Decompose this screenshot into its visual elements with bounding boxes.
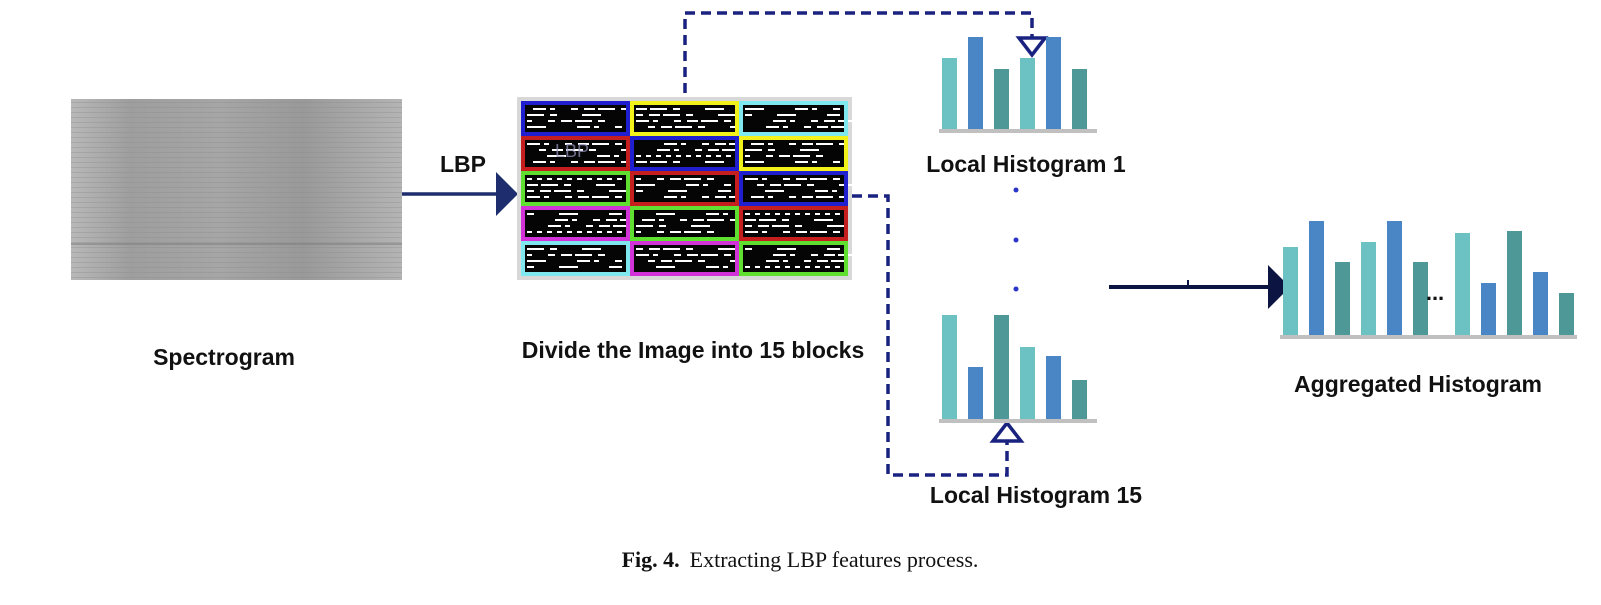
blocks-label: Divide the Image into 15 blocks: [522, 337, 865, 363]
histogram-bar: [1020, 347, 1035, 419]
vertical-ellipsis-dots: [1013, 187, 1019, 292]
local-histogram-15: [939, 315, 1097, 423]
lbp-block: [630, 206, 739, 241]
histogram-bar: [1507, 231, 1522, 335]
lbp-block: [521, 101, 630, 136]
histogram-bar: [1283, 247, 1298, 335]
local-histogram-15-label: Local Histogram 15: [930, 482, 1142, 508]
histogram-15-arrowhead: [989, 420, 1025, 443]
spectrogram-label: Spectrogram: [153, 344, 295, 370]
lbp-block: [521, 171, 630, 206]
histogram-bar: [1559, 293, 1574, 335]
caption-prefix: Fig. 4.: [622, 547, 680, 572]
histogram-baseline: [939, 129, 1097, 133]
histogram-bar: [1361, 242, 1376, 335]
histogram-bar: [1072, 380, 1087, 419]
blocks-watermark: LBP: [555, 141, 589, 161]
aggregate-arrow: [1109, 265, 1290, 309]
lbp-block: [521, 206, 637, 241]
lbp-block: [630, 241, 749, 276]
histogram-bar: [1533, 272, 1548, 335]
histogram-bar: [968, 367, 983, 419]
lbp-arrow: [402, 172, 518, 216]
lbp-block: [739, 206, 848, 241]
lbp-block: [739, 241, 855, 276]
lbp-block: [630, 101, 749, 136]
histogram-bar: [1481, 283, 1496, 335]
block-grid: [517, 97, 858, 280]
histogram-1-arrowhead: [1015, 36, 1049, 58]
lbp-block: [630, 136, 746, 171]
lbp-block: [630, 171, 746, 206]
histogram-baseline: [939, 419, 1097, 423]
lbp-block: [739, 101, 855, 136]
histogram-bar: [1046, 356, 1061, 419]
histogram-bar: [994, 69, 1009, 129]
aggregated-ellipsis: ...: [1426, 280, 1444, 305]
local-histogram-1: [939, 37, 1097, 133]
connector-to-histogram-15: [852, 194, 1009, 477]
histogram-bar: [1046, 37, 1061, 129]
histogram-bar: [1072, 69, 1087, 129]
histogram-bar: [994, 315, 1009, 419]
histogram-bar: [968, 37, 983, 129]
figure-caption: Fig. 4. Extracting LBP features process.: [622, 547, 979, 572]
histogram-bar: [1335, 262, 1350, 335]
spectrogram-image: [71, 99, 402, 280]
lbp-arrow-label: LBP: [440, 151, 486, 177]
histogram-baseline: [1280, 335, 1577, 339]
aggregated-histogram: [1280, 221, 1577, 339]
histogram-bar: [1413, 262, 1428, 335]
histogram-bar: [942, 58, 957, 129]
caption-text: Extracting LBP features process.: [690, 547, 979, 572]
lbp-block: [739, 136, 848, 171]
lbp-block: [521, 136, 640, 171]
histogram-bar: [1309, 221, 1324, 335]
histogram-bar: [1387, 221, 1402, 335]
histogram-bar: [942, 315, 957, 419]
lbp-block: [739, 171, 858, 206]
lbp-block: [521, 241, 630, 276]
aggregated-histogram-label: Aggregated Histogram: [1294, 371, 1542, 397]
local-histogram-1-label: Local Histogram 1: [926, 151, 1126, 177]
connector-to-histogram-1: [683, 11, 1034, 93]
histogram-bar: [1020, 58, 1035, 129]
histogram-bar: [1455, 233, 1470, 335]
